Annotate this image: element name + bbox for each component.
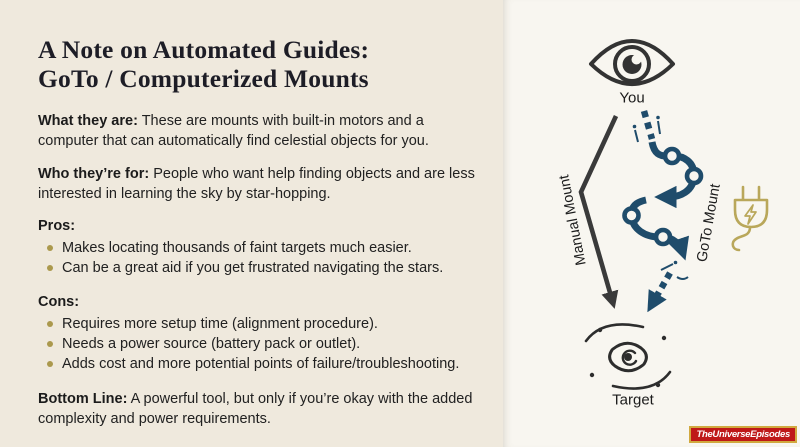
- cons-item-text: Requires more setup time (alignment proc…: [62, 315, 378, 332]
- target-label: Target: [612, 391, 654, 409]
- path-node: [622, 206, 641, 225]
- bullet-dot: [47, 360, 53, 367]
- who-theyre-for-lead: Who they’re for:: [38, 166, 150, 183]
- cons-heading: Cons:: [38, 293, 80, 310]
- cons-list: Requires more setup time (alignment proc…: [38, 314, 479, 374]
- page-title-line1: A Note on Automated Guides:: [38, 35, 370, 64]
- who-theyre-for-paragraph: Who they’re for: People who want help fi…: [38, 164, 475, 204]
- path-node: [684, 166, 704, 186]
- page-title: A Note on Automated Guides: GoTo / Compu…: [38, 35, 479, 93]
- cons-item-text: Adds cost and more potential points of f…: [62, 355, 460, 372]
- path-node: [662, 146, 682, 166]
- cons-item: Requires more setup time (alignment proc…: [38, 314, 479, 334]
- path-node: [653, 227, 673, 247]
- cons-section: Cons: Requires more setup time (alignmen…: [38, 293, 479, 374]
- goto-mount-path: [622, 110, 704, 313]
- mount-comparison-diagram: [578, 39, 769, 390]
- what-they-are-paragraph: What they are: These are mounts with bui…: [38, 111, 475, 151]
- pros-section: Pros: Makes locating thousands of faint …: [38, 217, 479, 278]
- page-title-line2: GoTo / Computerized Mounts: [38, 63, 369, 93]
- who-theyre-for-text: People who want help finding objects and…: [38, 166, 475, 203]
- pros-heading: Pros:: [38, 218, 76, 235]
- cons-item-text: Needs a power source (battery pack or ou…: [62, 335, 361, 352]
- pros-list: Makes locating thousands of faint target…: [38, 238, 479, 278]
- spiral-galaxy-icon: [584, 323, 672, 390]
- diagram-panel: You Target Manual Mount GoTo Mount TheUn…: [503, 0, 800, 447]
- bullet-dot: [47, 320, 53, 327]
- pros-item-text: Can be a great aid if you get frustrated…: [62, 259, 444, 276]
- what-they-are-text: These are mounts with built-in motors an…: [38, 113, 429, 150]
- bullet-dot: [47, 340, 53, 347]
- watermark-badge: TheUniverseEpisodes: [689, 426, 797, 443]
- power-plug-icon: [731, 185, 769, 252]
- content-panel: A Note on Automated Guides: GoTo / Compu…: [0, 0, 503, 447]
- you-label: You: [619, 89, 645, 107]
- manual-mount-arrow: [578, 115, 619, 309]
- eye-icon: [589, 39, 675, 86]
- what-they-are-lead: What they are:: [38, 113, 138, 130]
- bottom-line-lead: Bottom Line:: [38, 390, 128, 407]
- pros-item: Makes locating thousands of faint target…: [38, 238, 479, 258]
- pros-item: Can be a great aid if you get frustrated…: [38, 258, 479, 278]
- cons-item: Needs a power source (battery pack or ou…: [38, 334, 479, 354]
- pros-item-text: Makes locating thousands of faint target…: [62, 239, 412, 256]
- bullet-dot: [47, 264, 53, 271]
- bottom-line-text: A powerful tool, but only if you’re okay…: [38, 390, 473, 427]
- bottom-line-paragraph: Bottom Line: A powerful tool, but only i…: [38, 389, 475, 429]
- bullet-dot: [47, 244, 53, 251]
- cons-item: Adds cost and more potential points of f…: [38, 354, 479, 374]
